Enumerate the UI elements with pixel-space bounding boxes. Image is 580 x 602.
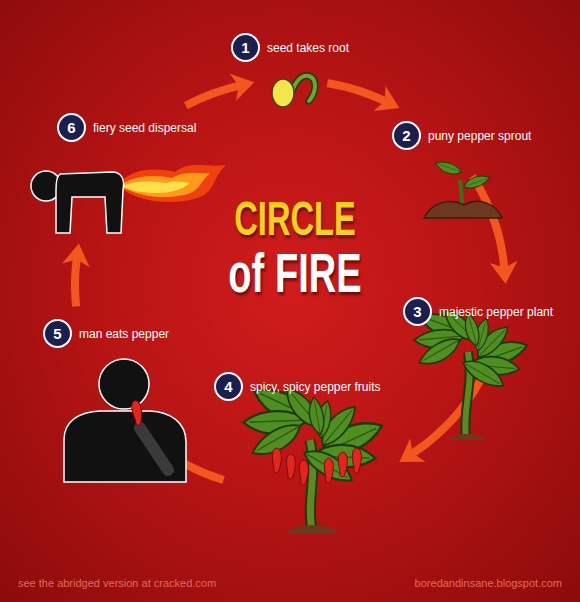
soil-mound — [285, 525, 340, 534]
soil-mound — [448, 434, 486, 440]
step-label: spicy, spicy pepper fruits — [250, 380, 381, 394]
flame — [122, 181, 190, 193]
step-number: 2 — [392, 121, 421, 150]
man-body — [64, 411, 186, 482]
cycle-step: 5 man eats pepper — [43, 319, 169, 348]
cycle-step: 1 seed takes root — [231, 33, 349, 62]
cycle-step: 4 spicy, spicy pepper fruits — [214, 372, 381, 401]
step-number: 1 — [231, 33, 260, 62]
step-label: seed takes root — [267, 41, 349, 55]
step-number: 6 — [57, 113, 86, 142]
sprout-stem — [460, 180, 462, 206]
sprout-leaf — [462, 173, 491, 191]
flame — [118, 165, 226, 202]
step-label: majestic pepper plant — [439, 305, 553, 319]
pepper-fruit — [272, 448, 361, 485]
plant-foliage — [413, 306, 530, 392]
footer-note: boredandinsane.blogspot.com — [415, 577, 562, 589]
plant-foliage — [243, 381, 386, 488]
flame — [120, 173, 210, 197]
seed — [272, 79, 294, 107]
cycle-step: 2 puny pepper sprout — [392, 121, 531, 150]
man-arm — [140, 428, 168, 470]
step-label: fiery seed dispersal — [93, 121, 196, 135]
diagram-title: CIRCLE of FIRE — [227, 192, 363, 300]
cycle-step: 6 fiery seed dispersal — [57, 113, 196, 142]
step-label: man eats pepper — [79, 327, 169, 341]
step-number: 5 — [43, 319, 72, 348]
footer-note: see the abridged version at cracked.com — [18, 577, 216, 589]
man-head — [99, 359, 149, 409]
step-label: puny pepper sprout — [428, 129, 531, 143]
cycle-arrow — [472, 176, 504, 270]
sprout-leaf — [434, 159, 463, 177]
pepper-fruit — [131, 400, 144, 426]
step-number: 3 — [403, 297, 432, 326]
step-number: 4 — [214, 372, 243, 401]
cycle-arrow — [327, 83, 387, 102]
cycle-step: 3 majestic pepper plant — [403, 297, 553, 326]
soil-mound — [424, 201, 502, 218]
cycle-arrow — [75, 256, 77, 306]
figure-body — [56, 172, 124, 233]
cycle-arrow — [186, 85, 242, 105]
